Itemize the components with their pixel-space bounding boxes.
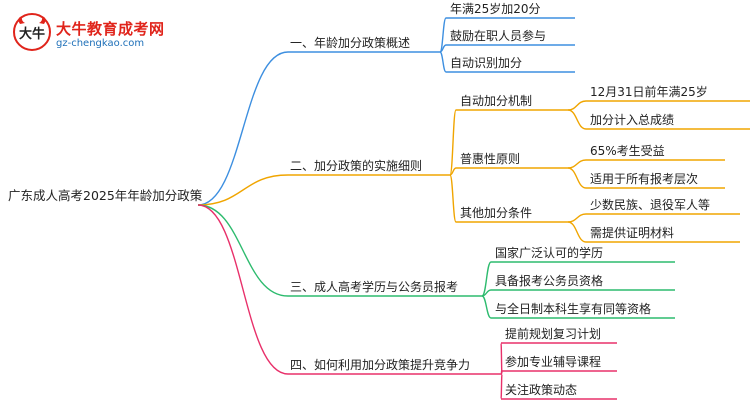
child-node: 提前规划复习计划	[505, 327, 602, 341]
root-node: 广东成人高考2025年年龄加分政策	[8, 188, 203, 203]
child-connector	[449, 174, 457, 223]
child-node: 其他加分条件	[460, 206, 533, 220]
grandchild-connector	[567, 159, 587, 169]
child-connector	[449, 167, 457, 176]
branch-node: 三、成人高考学历与公务员报考	[290, 280, 459, 294]
child-node: 参加专业辅导课程	[505, 355, 602, 369]
child-node: 自动识别加分	[450, 56, 523, 70]
grandchild-connector	[567, 100, 587, 111]
child-node: 普惠性原则	[460, 152, 521, 166]
grandchild-connector	[567, 109, 587, 130]
child-node: 鼓励在职人员参与	[450, 29, 547, 43]
child-connector	[500, 373, 503, 400]
grandchild-node: 加分计入总成绩	[590, 113, 675, 127]
branch-connector	[197, 204, 289, 297]
site-url: gz-chengkao.com	[56, 38, 145, 49]
child-node: 年满25岁加20分	[450, 2, 541, 16]
child-node: 关注政策动态	[505, 383, 578, 397]
child-node: 自动加分机制	[460, 94, 533, 108]
site-name: 大牛教育成考网	[56, 20, 165, 38]
child-node: 国家广泛认可的学历	[495, 246, 604, 260]
branch-connector	[197, 204, 289, 375]
branch-node: 二、加分政策的实施细则	[290, 159, 423, 173]
child-connector	[449, 109, 457, 176]
grandchild-connector	[567, 167, 587, 189]
bull-logo-icon: 大牛	[13, 13, 51, 51]
logo-glyph: 大牛	[19, 26, 45, 42]
branch-node: 一、年龄加分政策概述	[290, 36, 411, 50]
branch-connector	[197, 174, 289, 206]
grandchild-node: 12月31日前年满25岁	[590, 85, 708, 99]
child-connector	[439, 51, 447, 73]
grandchild-node: 需提供证明材料	[590, 226, 675, 240]
child-node: 与全日制本科生享有同等资格	[495, 302, 652, 316]
grandchild-node: 65%考生受益	[590, 144, 665, 158]
child-connector	[481, 295, 492, 319]
site-logo[interactable]: 大牛 大牛教育成考网 gz-chengkao.com	[6, 10, 196, 56]
child-node: 具备报考公务员资格	[495, 274, 604, 288]
grandchild-node: 少数民族、退役军人等	[590, 198, 711, 212]
branch-node: 四、如何利用加分政策提升竞争力	[290, 358, 471, 372]
branch-connector	[197, 51, 289, 206]
grandchild-connector	[567, 213, 587, 223]
child-connector	[500, 342, 503, 375]
grandchild-connector	[567, 221, 587, 243]
child-connector	[481, 261, 492, 297]
grandchild-node: 适用于所有报考层次	[590, 172, 699, 186]
